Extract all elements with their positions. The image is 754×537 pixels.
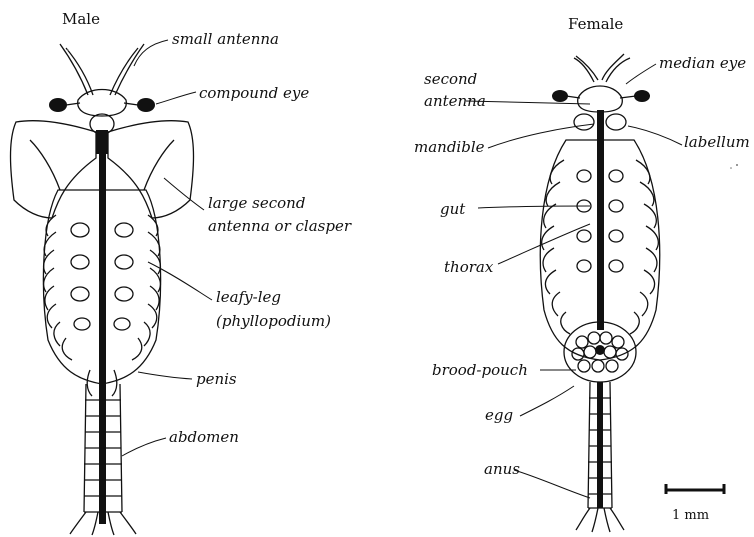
label-mandible: mandible (414, 138, 485, 156)
label-clasper-line1: large second (208, 194, 305, 212)
male-title: Male (62, 10, 100, 28)
male-shrimp-drawing (11, 44, 194, 535)
label-egg: egg (485, 406, 513, 424)
scale-bar: 1 mm (666, 484, 724, 523)
label-abdomen: abdomen (169, 428, 239, 446)
label-gut: gut (440, 200, 466, 218)
female-head (578, 86, 623, 112)
label-small-antenna: small antenna (172, 30, 279, 48)
female-eggs (572, 332, 628, 372)
label-leafy-leg-line2: (phyllopodium) (216, 312, 331, 330)
label-second-antenna-line1: second (424, 70, 477, 88)
female-eye-left (552, 90, 568, 102)
label-labellum: labellum (684, 133, 750, 151)
paper-specks (67, 49, 738, 169)
male-small-antenna-left (60, 44, 88, 95)
label-brood-pouch: brood-pouch (432, 361, 528, 379)
female-leader-lines (466, 64, 682, 498)
label-thorax: thorax (444, 258, 494, 276)
label-clasper-line2: antenna or clasper (208, 217, 352, 235)
male-leader-lines (122, 40, 212, 456)
male-clasper-right (108, 121, 194, 218)
label-anus: anus (484, 460, 520, 478)
male-small-antenna-right (115, 44, 144, 95)
female-shrimp-drawing (540, 54, 659, 532)
label-median-eye: median eye (659, 54, 746, 72)
label-compound-eye: compound eye (199, 84, 309, 102)
male-head (78, 90, 127, 117)
male-clasper-left (11, 121, 97, 218)
male-gut (99, 154, 106, 524)
scale-bar-label: 1 mm (672, 508, 709, 523)
female-gut (597, 110, 604, 330)
male-compound-eye-left (49, 98, 67, 112)
label-second-antenna-line2: antenna (424, 92, 486, 110)
male-compound-eye-right (137, 98, 155, 112)
female-title: Female (568, 15, 623, 33)
label-penis: penis (196, 370, 237, 388)
label-leafy-leg-line1: leafy-leg (216, 288, 281, 306)
female-eye-right (634, 90, 650, 102)
